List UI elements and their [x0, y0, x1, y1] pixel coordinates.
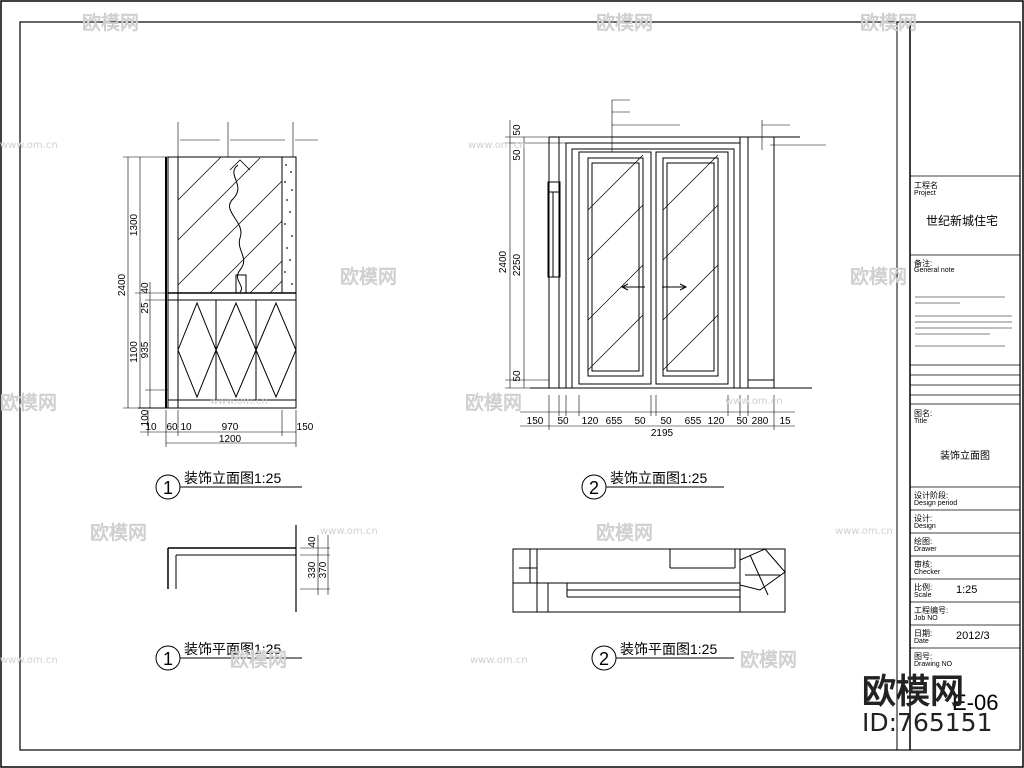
elev2-dim-50b: 50 — [512, 149, 523, 161]
elev1-dim-w60: 60 — [166, 422, 178, 433]
watermark-brand: 欧模网 — [82, 12, 140, 34]
checker-en: Checker — [914, 569, 941, 576]
checker-cn: 审核: — [914, 560, 933, 569]
view-num-2a: 2 — [589, 478, 599, 498]
drawing-no-en: Drawing NO — [914, 661, 953, 668]
watermark-brand: 欧模网 — [596, 522, 654, 544]
drawing-title-cn: 图名: — [914, 409, 933, 418]
watermark-brand: 欧模网 — [90, 522, 148, 544]
elev2-dim-w15: 15 — [779, 416, 791, 427]
elev2-dim-w120b: 120 — [708, 416, 725, 427]
plan-2 — [512, 548, 786, 613]
elev2-dim-w280: 280 — [752, 416, 769, 427]
plan1-dim-330: 330 — [307, 561, 318, 578]
titleblock-rules — [910, 175, 1020, 649]
elev1-dim-1300: 1300 — [129, 213, 140, 236]
watermark-brand: 欧模网 — [230, 649, 288, 671]
elev1-dim-total-h: 2400 — [117, 273, 128, 296]
elev1-dim-40: 40 — [140, 282, 151, 294]
watermark-url: www.om.cn — [470, 655, 528, 666]
elev2-dim-50a: 50 — [512, 124, 523, 136]
plan1-dim-370: 370 — [318, 561, 329, 578]
watermark-url: www.om.cn — [320, 526, 378, 537]
elev2-label: 装饰立面图1:25 — [610, 470, 707, 486]
elev2-dim-w50d: 50 — [736, 416, 748, 427]
elevation-2 — [505, 99, 826, 430]
plan-1 — [167, 525, 330, 612]
elev1-dim-1100: 1100 — [129, 341, 140, 363]
elev2-dim-w2195: 2195 — [651, 428, 674, 439]
elev2-dim-total-h: 2400 — [498, 250, 509, 273]
view-num-2b: 2 — [599, 649, 609, 669]
drawing-no-value: E-06 — [952, 690, 999, 715]
scale-cn: 比例: — [914, 583, 933, 592]
designer-en: Design — [914, 523, 936, 530]
inner-border — [19, 21, 1021, 751]
watermark-brand: 欧模网 — [340, 266, 398, 288]
drawing-no-cn: 图号: — [914, 652, 933, 661]
elev1-dim-w150: 150 — [297, 422, 314, 433]
elev2-dim-w655b: 655 — [685, 416, 702, 427]
scale-en: Scale — [914, 592, 932, 599]
project-label-en: Project — [914, 190, 936, 197]
elev1-dim-w10b: 10 — [180, 422, 192, 433]
general-note-lines — [915, 296, 1012, 347]
plan2-label: 装饰平面图1:25 — [620, 641, 717, 657]
date-cn: 日期: — [914, 629, 933, 638]
plan1-dim-40: 40 — [307, 536, 318, 548]
plan1-label: 装饰平面图1:25 — [184, 641, 281, 657]
watermark-url: www.om.cn — [210, 396, 268, 407]
watermark-brand: 欧模网 — [596, 12, 654, 34]
elevation-1 — [123, 122, 318, 447]
general-note-en: General note — [914, 267, 955, 274]
watermark-url: www.om.cn — [0, 140, 58, 151]
project-label-cn: 工程名 — [914, 181, 938, 190]
watermark-url: www.om.cn — [468, 140, 526, 151]
elev2-dim-w655a: 655 — [606, 416, 623, 427]
watermark-brand: 欧模网 — [850, 266, 908, 288]
elev1-dim-w1200: 1200 — [219, 434, 242, 445]
date-en: Date — [914, 638, 929, 645]
project-name: 世纪新城住宅 — [926, 214, 999, 228]
elev2-dim-w50c: 50 — [660, 416, 672, 427]
job-no-en: Job NO — [914, 615, 938, 622]
date-value: 2012/3 — [956, 630, 990, 642]
general-note-cn: 备注: — [914, 259, 933, 268]
elev2-dim-w50a: 50 — [557, 416, 569, 427]
job-no-cn: 工程编号: — [914, 606, 949, 615]
elev1-dim-935: 935 — [140, 341, 151, 358]
watermark-url: www.om.cn — [725, 396, 783, 407]
elev2-dim-2250: 2250 — [512, 253, 523, 276]
drawer-en: Drawer — [914, 546, 937, 553]
scale-value: 1:25 — [956, 584, 978, 596]
view-num-1b: 1 — [163, 649, 173, 669]
watermark-logo-large: 欧模网 — [862, 672, 964, 712]
elev1-dim-100: 100 — [140, 409, 151, 426]
elev1-outline — [167, 156, 297, 409]
designer-cn: 设计: — [914, 514, 933, 523]
design-period-en: Design period — [914, 500, 958, 507]
watermark-brand: 欧模网 — [860, 12, 918, 34]
elev2-dim-w120a: 120 — [582, 416, 599, 427]
elev1-dim-25: 25 — [140, 302, 151, 314]
elev2-dim-50c: 50 — [512, 370, 523, 382]
drawing-title-en: Title — [914, 418, 927, 425]
watermark-brand: 欧模网 — [740, 649, 798, 671]
elev1-label: 装饰立面图1:25 — [184, 470, 281, 486]
design-period-cn: 设计阶段: — [914, 491, 949, 500]
drawing-title-value: 装饰立面图 — [940, 451, 990, 462]
watermark-brand: 欧模网 — [465, 392, 523, 414]
watermark-url: www.om.cn — [835, 526, 893, 537]
drawer-cn: 绘图: — [914, 537, 933, 546]
elev1-dim-w10a: 10 — [145, 422, 157, 433]
view-num-1a: 1 — [163, 478, 173, 498]
watermark-id: ID:765151 — [862, 708, 993, 737]
watermark-url: www.om.cn — [0, 655, 58, 666]
elev1-dim-w970: 970 — [222, 422, 239, 433]
watermark-brand: 欧模网 — [0, 392, 58, 414]
elev2-dim-w150: 150 — [527, 416, 544, 427]
elev2-dim-w50b: 50 — [634, 416, 646, 427]
